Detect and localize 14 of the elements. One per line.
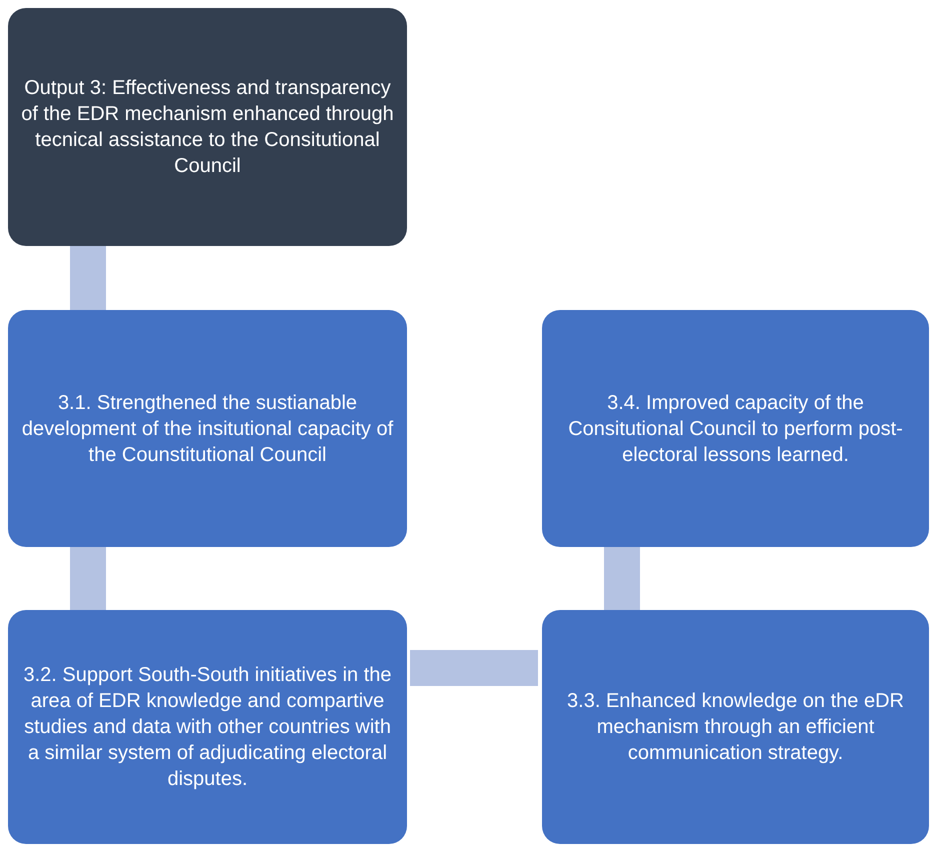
process-box <box>542 610 929 844</box>
box-text: 3.3. Enhanced knowledge on the eDR mechanism through an efficient communication strategy. <box>566 689 905 766</box>
connector-bar <box>70 547 106 610</box>
box-text: 3.4. Improved capacity of the Consitutional Council to perform post-electoral lessons learned. <box>567 390 904 468</box>
process-box <box>542 310 929 547</box>
box-text: Output 3: Effectiveness and transparency of the EDR mechanism enhanced through tecnical assistance to the Consitutional Council <box>20 76 395 179</box>
connector-bar <box>604 547 640 610</box>
process-box <box>8 610 407 844</box>
box-text: 3.2. Support South-South initiatives in the area of EDR knowledge and compartive studies and data with other countries with a similar system of adjudicating electoral disputes. <box>22 663 392 792</box>
connector-bar <box>410 650 538 686</box>
box-text: 3.1. Strengthened the sustianable development of the insitutional capacity of the Counstitutional Council <box>20 390 394 468</box>
connector-bar <box>70 246 106 310</box>
process-box <box>8 310 407 547</box>
process-box <box>8 8 407 246</box>
